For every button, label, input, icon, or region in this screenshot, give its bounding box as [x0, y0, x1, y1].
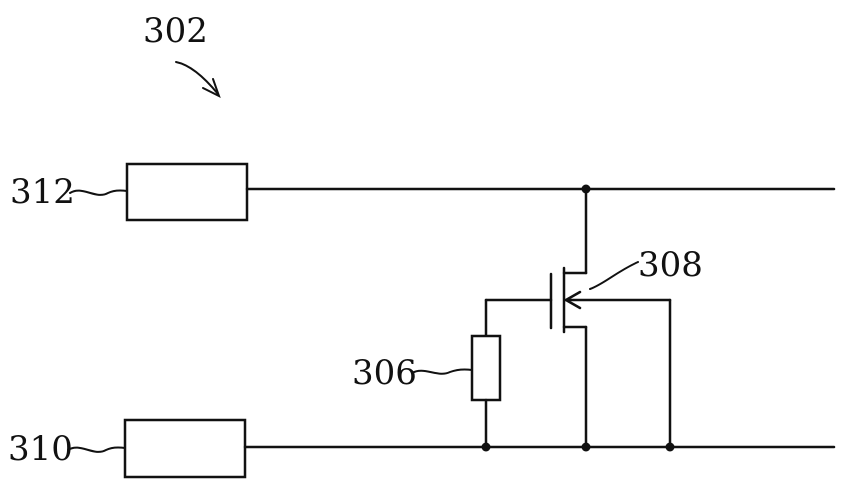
leader-312	[69, 189, 128, 196]
label-310: 310	[8, 429, 73, 469]
junction-dot-resistor	[481, 442, 491, 452]
arrow-302-head	[202, 78, 221, 99]
junction-dot-source	[581, 442, 591, 452]
body-arrow-icon	[564, 290, 582, 310]
label-308: 308	[638, 245, 703, 285]
label-312: 312	[10, 172, 75, 212]
junction-dot-top	[581, 184, 591, 194]
block-310	[123, 418, 247, 479]
label-306: 306	[352, 353, 417, 393]
block-312	[125, 162, 249, 222]
leader-308	[589, 261, 639, 290]
arrow-302-curve	[175, 61, 219, 95]
leader-306	[411, 368, 473, 375]
junction-dot-body	[665, 442, 675, 452]
label-302: 302	[143, 11, 208, 51]
resistor-306	[470, 334, 502, 402]
leader-310	[67, 446, 126, 453]
